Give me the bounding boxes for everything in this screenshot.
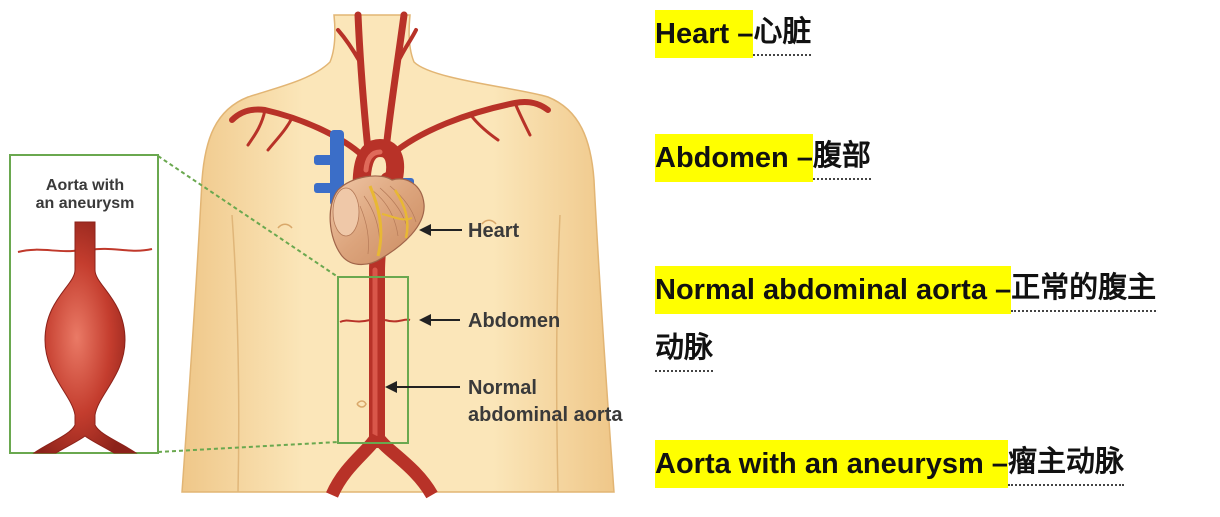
aorta-label-line2: abdominal aorta bbox=[468, 404, 623, 426]
glossary-translation: 腹部 bbox=[813, 138, 871, 180]
glossary-translation: 心脏 bbox=[753, 14, 811, 56]
renal-artery-left bbox=[340, 320, 370, 322]
anatomy-diagram: Aorta with an aneurysm Heart Abdomen Nor… bbox=[0, 0, 645, 517]
glossary-term: Heart – bbox=[655, 10, 753, 58]
heart-label: Heart bbox=[468, 220, 519, 242]
glossary-term: Abdomen – bbox=[655, 134, 813, 182]
glossary-item-aneurysm: Aorta with an aneurysm –瘤主动脉 bbox=[655, 440, 1124, 488]
glossary-item-heart: Heart –心脏 bbox=[655, 10, 811, 58]
glossary-translation: 正常的腹主 bbox=[1011, 270, 1156, 312]
glossary-item-abdomen: Abdomen –腹部 bbox=[655, 134, 871, 182]
inset-title-line1: Aorta with bbox=[46, 177, 124, 194]
vein-branch-upper bbox=[314, 155, 344, 165]
glossary-translation: 瘤主动脉 bbox=[1008, 444, 1124, 486]
glossary-item-normal-aorta-cont: 动脉 bbox=[655, 326, 713, 374]
inset-title-line2: an aneurysm bbox=[36, 195, 135, 212]
heart-atrium bbox=[333, 188, 359, 236]
glossary-item-normal-aorta: Normal abdominal aorta –正常的腹主 bbox=[655, 266, 1156, 314]
glossary-translation-continued: 动脉 bbox=[655, 330, 713, 372]
aorta-label-line1: Normal bbox=[468, 377, 537, 399]
abdomen-label: Abdomen bbox=[468, 310, 560, 332]
glossary-term: Normal abdominal aorta – bbox=[655, 266, 1011, 314]
glossary-term: Aorta with an aneurysm – bbox=[655, 440, 1008, 488]
